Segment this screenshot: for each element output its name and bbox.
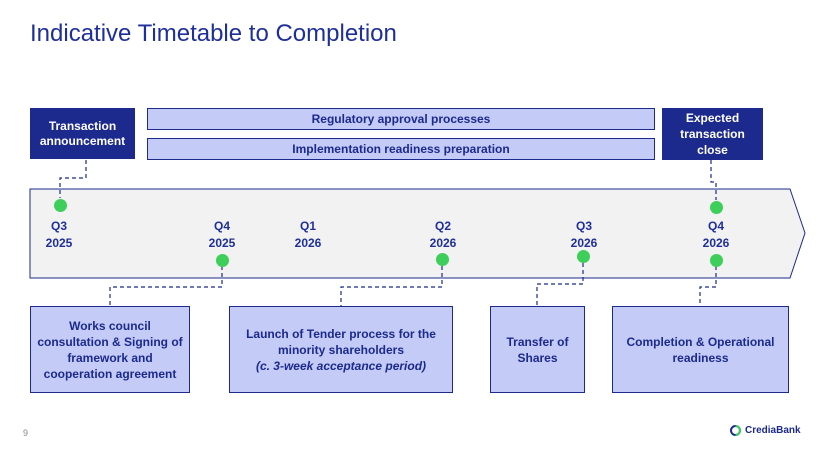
transfer-of-shares-box: Transfer of Shares xyxy=(490,306,585,393)
implementation-readiness-label: Implementation readiness preparation xyxy=(292,142,510,156)
works-council-box: Works council consultation & Signing of … xyxy=(30,306,190,393)
timeline-label-q4-2026: Q4 2026 xyxy=(686,218,746,252)
transaction-announcement-label: Transaction announcement xyxy=(39,118,126,148)
implementation-readiness-box: Implementation readiness preparation xyxy=(147,138,655,160)
expected-close-box: Expected transaction close xyxy=(662,108,763,160)
milestone-dot-q4-2026-top xyxy=(710,201,723,214)
timeline-quarter: Q4 xyxy=(213,219,230,233)
works-council-label: Works council consultation & Signing of … xyxy=(37,318,183,381)
connector-transfer xyxy=(536,263,584,306)
timeline-quarter: Q2 xyxy=(434,219,451,233)
timeline-quarter: Q3 xyxy=(50,219,67,233)
completion-label: Completion & Operational readiness xyxy=(626,334,775,365)
expected-close-line3: close xyxy=(697,143,728,157)
milestone-dot-q4-2026-bottom xyxy=(710,254,723,267)
milestone-dot-q4-2025 xyxy=(216,254,229,267)
timeline-label-q3-2025: Q3 2025 xyxy=(29,218,89,252)
milestone-dot-q3-2026 xyxy=(577,250,590,263)
timeline-year: 2026 xyxy=(294,236,322,250)
timeline-label-q1-2026: Q1 2026 xyxy=(278,218,338,252)
brand-logo: CrediaBank xyxy=(730,425,801,436)
crediabank-logo-icon xyxy=(730,425,741,436)
connector-completion xyxy=(699,266,717,306)
milestone-dot-q3-2025 xyxy=(54,199,67,212)
completion-box: Completion & Operational readiness xyxy=(612,306,789,393)
timeline-year: 2026 xyxy=(570,236,598,250)
timeline-label-q4-2025: Q4 2025 xyxy=(192,218,252,252)
timeline-quarter: Q3 xyxy=(575,219,592,233)
timeline-quarter: Q1 xyxy=(299,219,316,233)
transfer-of-shares-label: Transfer of Shares xyxy=(506,334,569,365)
regulatory-approval-box: Regulatory approval processes xyxy=(147,108,655,130)
timeline-year: 2025 xyxy=(208,236,236,250)
connector-works-council xyxy=(109,266,223,306)
tender-process-label: Launch of Tender process for the minorit… xyxy=(246,326,436,357)
regulatory-approval-label: Regulatory approval processes xyxy=(311,112,491,126)
brand-name: CrediaBank xyxy=(745,425,801,436)
connector-announcement xyxy=(59,160,87,198)
page-number: 9 xyxy=(23,428,29,438)
timeline-year: 2026 xyxy=(429,236,457,250)
transaction-announcement-box: Transaction announcement xyxy=(30,108,135,159)
expected-close-line1: Expected xyxy=(685,111,740,125)
timeline-year: 2026 xyxy=(702,236,730,250)
tender-process-box: Launch of Tender process for the minorit… xyxy=(229,306,453,393)
connector-close xyxy=(710,160,717,200)
page-title: Indicative Timetable to Completion xyxy=(30,20,397,47)
expected-close-line2: transaction xyxy=(680,127,745,141)
connector-tender xyxy=(340,266,443,306)
timeline-quarter: Q4 xyxy=(707,219,724,233)
tender-period-label: (c. 3-week acceptance period) xyxy=(255,358,427,373)
milestone-dot-q2-2026 xyxy=(436,253,449,266)
timeline-label-q2-2026: Q2 2026 xyxy=(413,218,473,252)
timeline-year: 2025 xyxy=(45,236,73,250)
timeline-label-q3-2026: Q3 2026 xyxy=(554,218,614,252)
